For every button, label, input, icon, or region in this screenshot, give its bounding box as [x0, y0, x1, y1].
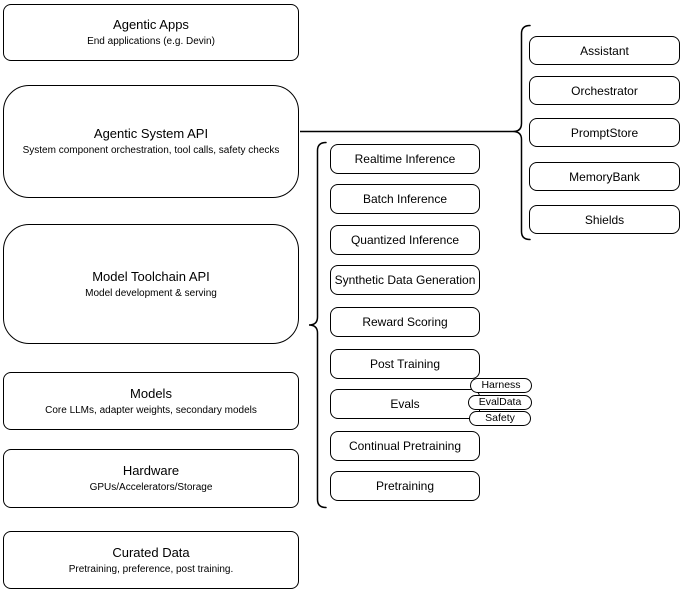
node-batch-inference: Batch Inference [330, 184, 480, 214]
node-orchestrator: Orchestrator [529, 76, 680, 105]
node-memorybank: MemoryBank [529, 162, 680, 191]
node-title: Agentic System API [93, 126, 209, 141]
node-curated-data: Curated Data Pretraining, preference, po… [3, 531, 299, 589]
node-title: Agentic Apps [113, 17, 189, 32]
node-agentic-system-api: Agentic System API System component orch… [3, 85, 299, 198]
node-title: Model Toolchain API [92, 268, 210, 284]
node-reward-scoring: Reward Scoring [330, 307, 480, 337]
tag-label: EvalData [478, 396, 522, 408]
brace-toolchain-group [308, 141, 327, 509]
node-label: Evals [390, 397, 420, 411]
node-title: Models [130, 385, 172, 401]
node-subtitle: System component orchestration, tool cal… [22, 145, 280, 156]
node-label: Continual Pretraining [348, 439, 462, 453]
tag-label: Harness [481, 379, 521, 391]
node-label: Pretraining [375, 479, 435, 493]
node-post-training: Post Training [330, 349, 480, 379]
node-subtitle: Core LLMs, adapter weights, secondary mo… [45, 404, 257, 416]
node-label: PromptStore [570, 125, 639, 140]
tag-harness: Harness [470, 378, 532, 393]
node-realtime-inference: Realtime Inference [330, 144, 480, 174]
node-title: Curated Data [112, 544, 190, 560]
tag-label: Safety [485, 412, 515, 424]
node-label: Shields [584, 212, 625, 227]
node-label: Batch Inference [362, 192, 448, 206]
node-label: Synthetic Data Generation [334, 273, 476, 287]
tag-safety: Safety [469, 411, 531, 426]
node-promptstore: PromptStore [529, 118, 680, 147]
node-quantized-inference: Quantized Inference [330, 225, 480, 255]
node-label: MemoryBank [569, 169, 640, 184]
node-assistant: Assistant [529, 36, 680, 65]
node-shields: Shields [529, 205, 680, 234]
tag-evaldata: EvalData [468, 395, 532, 410]
node-label: Orchestrator [571, 83, 638, 98]
node-subtitle: GPUs/Accelerators/Storage [89, 482, 213, 493]
node-hardware: Hardware GPUs/Accelerators/Storage [3, 449, 299, 508]
node-subtitle: Model development & serving [85, 287, 217, 299]
node-label: Assistant [580, 43, 629, 58]
node-label: Post Training [369, 357, 441, 371]
node-label: Realtime Inference [354, 152, 456, 166]
node-subtitle: Pretraining, preference, post training. [68, 563, 234, 575]
node-label: Quantized Inference [350, 233, 460, 247]
node-synthetic-data-generation: Synthetic Data Generation [330, 265, 480, 295]
node-subtitle: End applications (e.g. Devin) [87, 36, 215, 47]
node-continual-pretraining: Continual Pretraining [330, 431, 480, 461]
node-label: Reward Scoring [362, 315, 448, 329]
node-pretraining: Pretraining [330, 471, 480, 501]
node-title: Hardware [122, 463, 180, 478]
node-agentic-apps: Agentic Apps End applications (e.g. Devi… [3, 4, 299, 61]
node-model-toolchain-api: Model Toolchain API Model development & … [3, 224, 299, 344]
node-evals: Evals [330, 389, 480, 419]
brace-system-components [512, 24, 531, 241]
node-models: Models Core LLMs, adapter weights, secon… [3, 372, 299, 430]
